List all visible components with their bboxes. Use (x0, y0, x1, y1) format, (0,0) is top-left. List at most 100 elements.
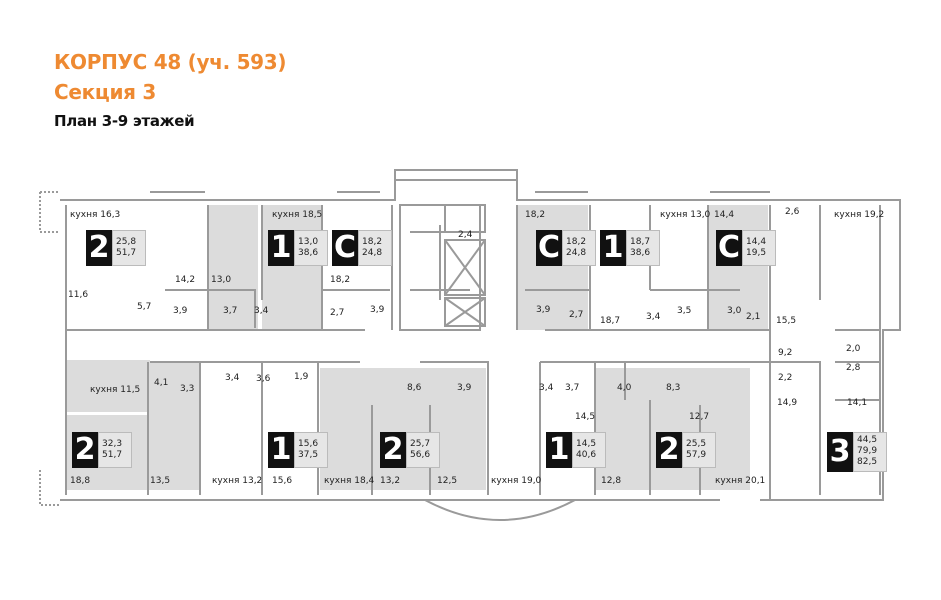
room-label: 3,4 (254, 306, 269, 316)
room-label: 5,7 (137, 302, 152, 312)
room-highlight-a2-kitchen (262, 205, 322, 330)
room-count: С (536, 230, 562, 266)
room-label: 3,9 (457, 383, 472, 393)
room-label: 3,9 (370, 305, 385, 315)
room-label: 3,4 (225, 373, 240, 383)
room-label: 1,9 (294, 372, 309, 382)
room-count: 2 (72, 432, 98, 468)
room-label: кухня 19,0 (491, 476, 542, 486)
room-label: 8,6 (407, 383, 422, 393)
room-label: 11,6 (68, 290, 89, 300)
room-highlight-a11 (595, 368, 750, 490)
room-label: кухня 18,4 (324, 476, 375, 486)
room-label: 18,2 (525, 210, 546, 220)
room-label: 2,6 (785, 207, 800, 217)
room-label: 3,9 (173, 306, 188, 316)
room-count: 1 (268, 432, 294, 468)
room-label: 3,9 (536, 305, 551, 315)
room-label: 18,7 (600, 316, 621, 326)
room-label: 8,3 (666, 383, 681, 393)
room-label: 3,0 (727, 306, 742, 316)
room-count: 2 (86, 230, 112, 266)
room-count: 1 (546, 432, 572, 468)
room-label: 3,7 (565, 383, 580, 393)
room-highlight-a9-kitchen (320, 368, 372, 490)
room-label: 15,5 (776, 316, 797, 326)
room-label: кухня 20,1 (715, 476, 766, 486)
room-label: 14,9 (777, 398, 798, 408)
room-label: 12,8 (601, 476, 622, 486)
room-label: 14,2 (175, 275, 196, 285)
room-label: 18,2 (330, 275, 351, 285)
room-label: 2,4 (458, 230, 473, 240)
room-label: 12,7 (689, 412, 710, 422)
room-label: кухня 11,5 (90, 385, 141, 395)
room-highlight-a7-kitchen (66, 360, 150, 412)
room-count: С (716, 230, 742, 266)
room-count: 1 (268, 230, 294, 266)
room-label: 15,6 (272, 476, 293, 486)
room-highlight-a4 (518, 205, 588, 330)
room-count: 2 (380, 432, 406, 468)
room-label: 4,1 (154, 378, 169, 388)
room-label: 2,2 (778, 373, 793, 383)
room-label: 2,8 (846, 363, 861, 373)
room-label: 3,3 (180, 384, 195, 394)
room-label: 12,5 (437, 476, 458, 486)
room-label: 3,6 (256, 374, 271, 384)
room-count: 2 (656, 432, 682, 468)
room-label: кухня 19,2 (834, 210, 885, 220)
room-count: 1 (600, 230, 626, 266)
room-count: 3 (827, 432, 853, 472)
room-label: 3,4 (646, 312, 661, 322)
room-label: 3,7 (223, 306, 238, 316)
room-highlight-a2-living (208, 205, 258, 330)
room-label: 13,0 (211, 275, 232, 285)
room-label: 9,2 (778, 348, 793, 358)
building-title: КОРПУС 48 (уч. 593) (54, 50, 287, 74)
floor-plan-subtitle: План 3-9 этажей (54, 112, 195, 130)
room-label: 13,5 (150, 476, 171, 486)
room-highlight-a6 (708, 205, 768, 330)
room-highlight-a7-b (148, 362, 200, 490)
room-label: кухня 16,3 (70, 210, 121, 220)
room-label: кухня 13,2 (212, 476, 263, 486)
room-label: 3,5 (677, 306, 692, 316)
room-label: 2,0 (846, 344, 861, 354)
room-label: 18,8 (70, 476, 91, 486)
room-label: 14,5 (575, 412, 596, 422)
room-label: 3,4 (539, 383, 554, 393)
room-label: 2,1 (746, 312, 761, 322)
section-title: Секция 3 (54, 80, 156, 104)
room-label: 14,1 (847, 398, 868, 408)
room-count: С (332, 230, 358, 266)
room-label: 13,2 (380, 476, 401, 486)
room-label: 2,7 (569, 310, 584, 320)
room-label: 2,7 (330, 308, 345, 318)
